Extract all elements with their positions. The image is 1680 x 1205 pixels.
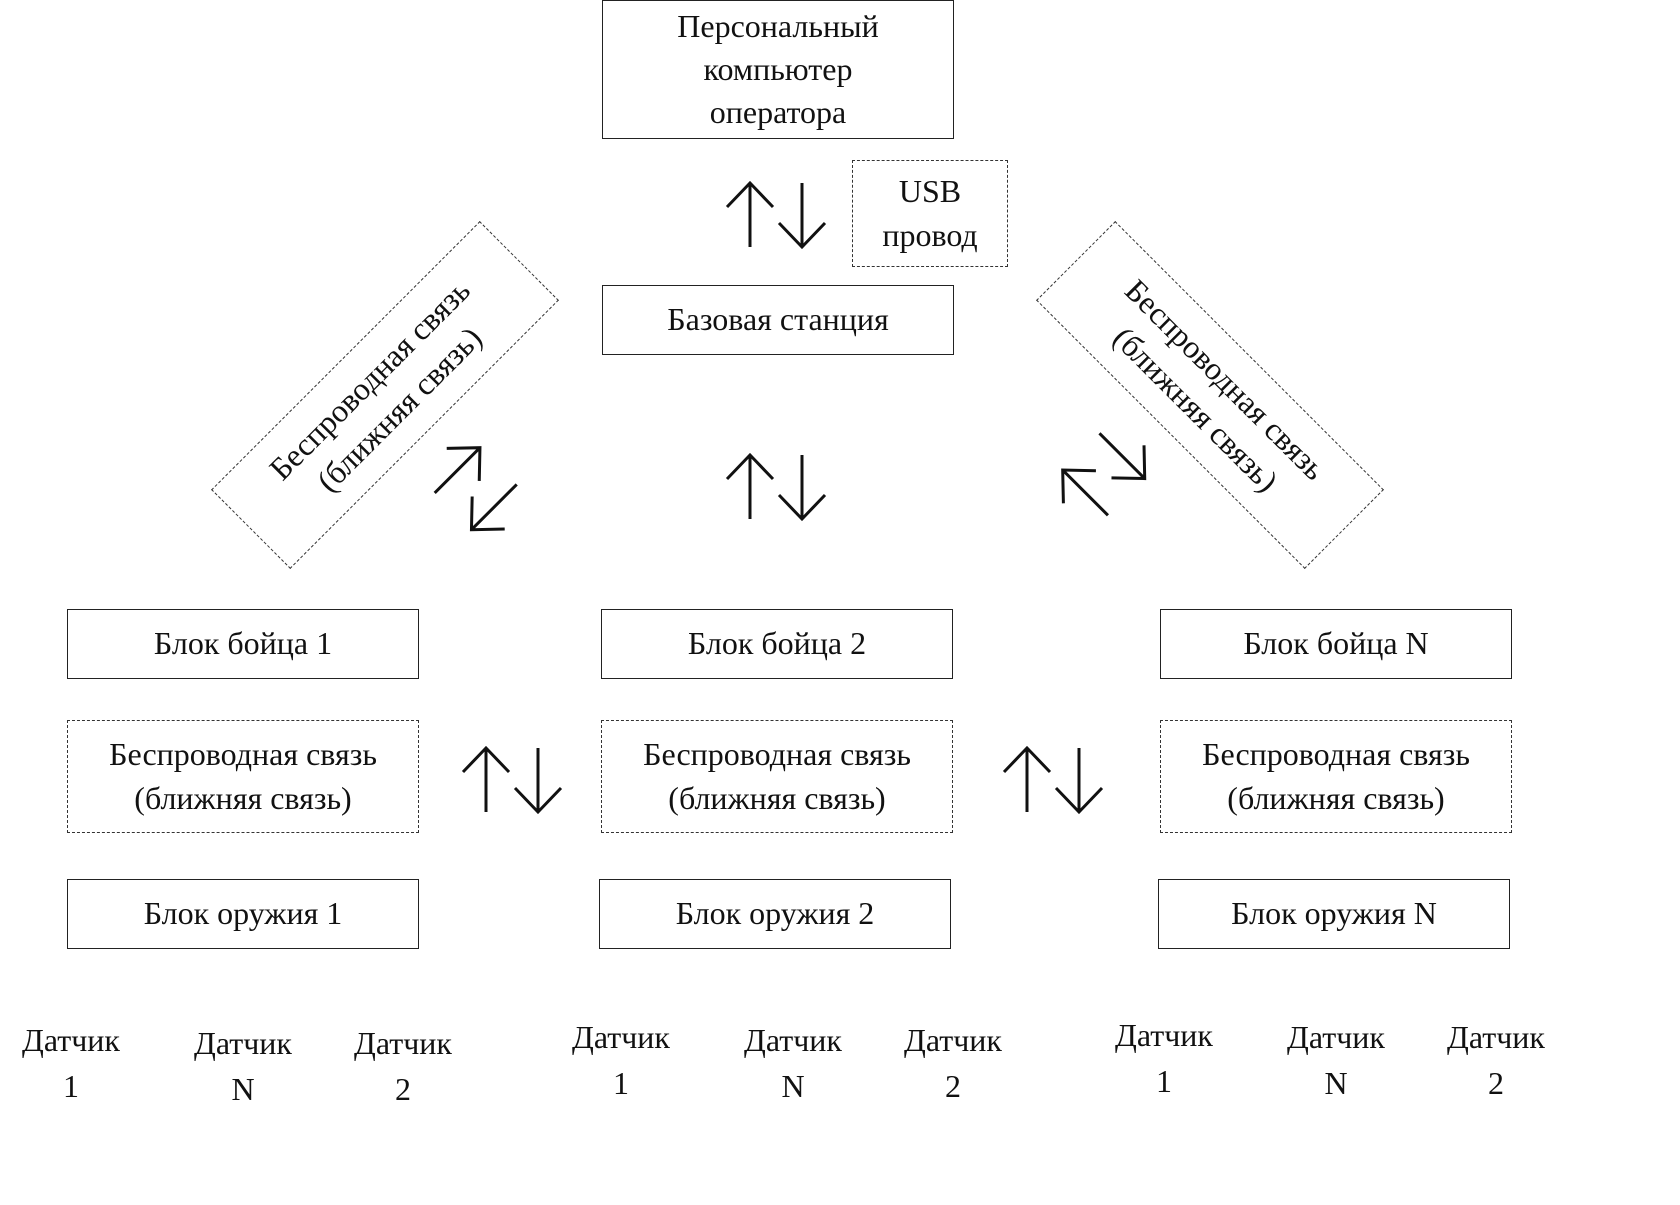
sensor-id: 1 [63,1068,79,1104]
pc-line: оператора [709,94,847,131]
sensor-id: N [1324,1065,1348,1101]
sensor: Датчик 1 [1094,1012,1234,1104]
sensor-id: 2 [945,1068,961,1104]
sensor: Датчик 1 [551,1014,691,1106]
base-station-box: Базовая станция [602,285,954,355]
weapon-unit-2: Блок оружия 2 [599,879,951,949]
soldier1-weapon-arrows [461,746,563,814]
sensor-label: Датчик [572,1019,670,1055]
soldier-unit-n: Блок бойца N [1160,609,1512,679]
sensor-label: Датчик [194,1025,292,1061]
sensor: Датчик 2 [883,1017,1023,1109]
sensor-label: Датчик [1115,1017,1213,1053]
wireless-link-2: Беспроводная связь (ближняя связь) [601,720,953,833]
operator-pc-box: Персональный компьютер оператора [602,0,954,139]
wireless-link-n: Беспроводная связь (ближняя связь) [1160,720,1512,833]
sensor-label: Датчик [744,1022,842,1058]
soldierN-weapon-arrows [1002,746,1104,814]
wireless-line: (ближняя связь) [134,779,352,816]
usb-line: провод [882,216,978,253]
sensor-id: 2 [1488,1065,1504,1101]
weapon-unit-1: Блок оружия 1 [67,879,419,949]
sensor-label: Датчик [354,1025,452,1061]
base-soldier1-arrows [416,429,535,548]
sensor: Датчик 1 [1,1017,141,1109]
wireless-line: (ближняя связь) [668,779,886,816]
sensor-label: Датчик [22,1022,120,1058]
pc-line: Персональный [677,7,879,44]
wireless-line: (ближняя связь) [1227,779,1445,816]
usb-cable-label: USB провод [852,160,1008,267]
base-soldierN-arrows [1044,415,1163,534]
pc-base-arrows [725,181,827,249]
base-soldier2-arrows [725,453,827,521]
soldier-unit-2: Блок бойца 2 [601,609,953,679]
soldier-unit-1: Блок бойца 1 [67,609,419,679]
sensor: Датчик 2 [333,1020,473,1112]
pc-line: компьютер [703,50,853,87]
wireless-line: Беспроводная связь [1202,736,1470,773]
usb-line: USB [898,173,962,210]
sensor-label: Датчик [1447,1019,1545,1055]
sensor-id: N [231,1071,255,1107]
sensor-id: 1 [1156,1063,1172,1099]
sensor-label: Датчик [904,1022,1002,1058]
sensor-label: Датчик [1287,1019,1385,1055]
sensor-id: N [781,1068,805,1104]
wireless-link-1: Беспроводная связь (ближняя связь) [67,720,419,833]
sensor-id: 2 [395,1071,411,1107]
sensor: Датчик 2 [1426,1014,1566,1106]
sensor-id: 1 [613,1065,629,1101]
wireless-line: Беспроводная связь [643,736,911,773]
wireless-line: Беспроводная связь [109,736,377,773]
weapon-unit-n: Блок оружия N [1158,879,1510,949]
